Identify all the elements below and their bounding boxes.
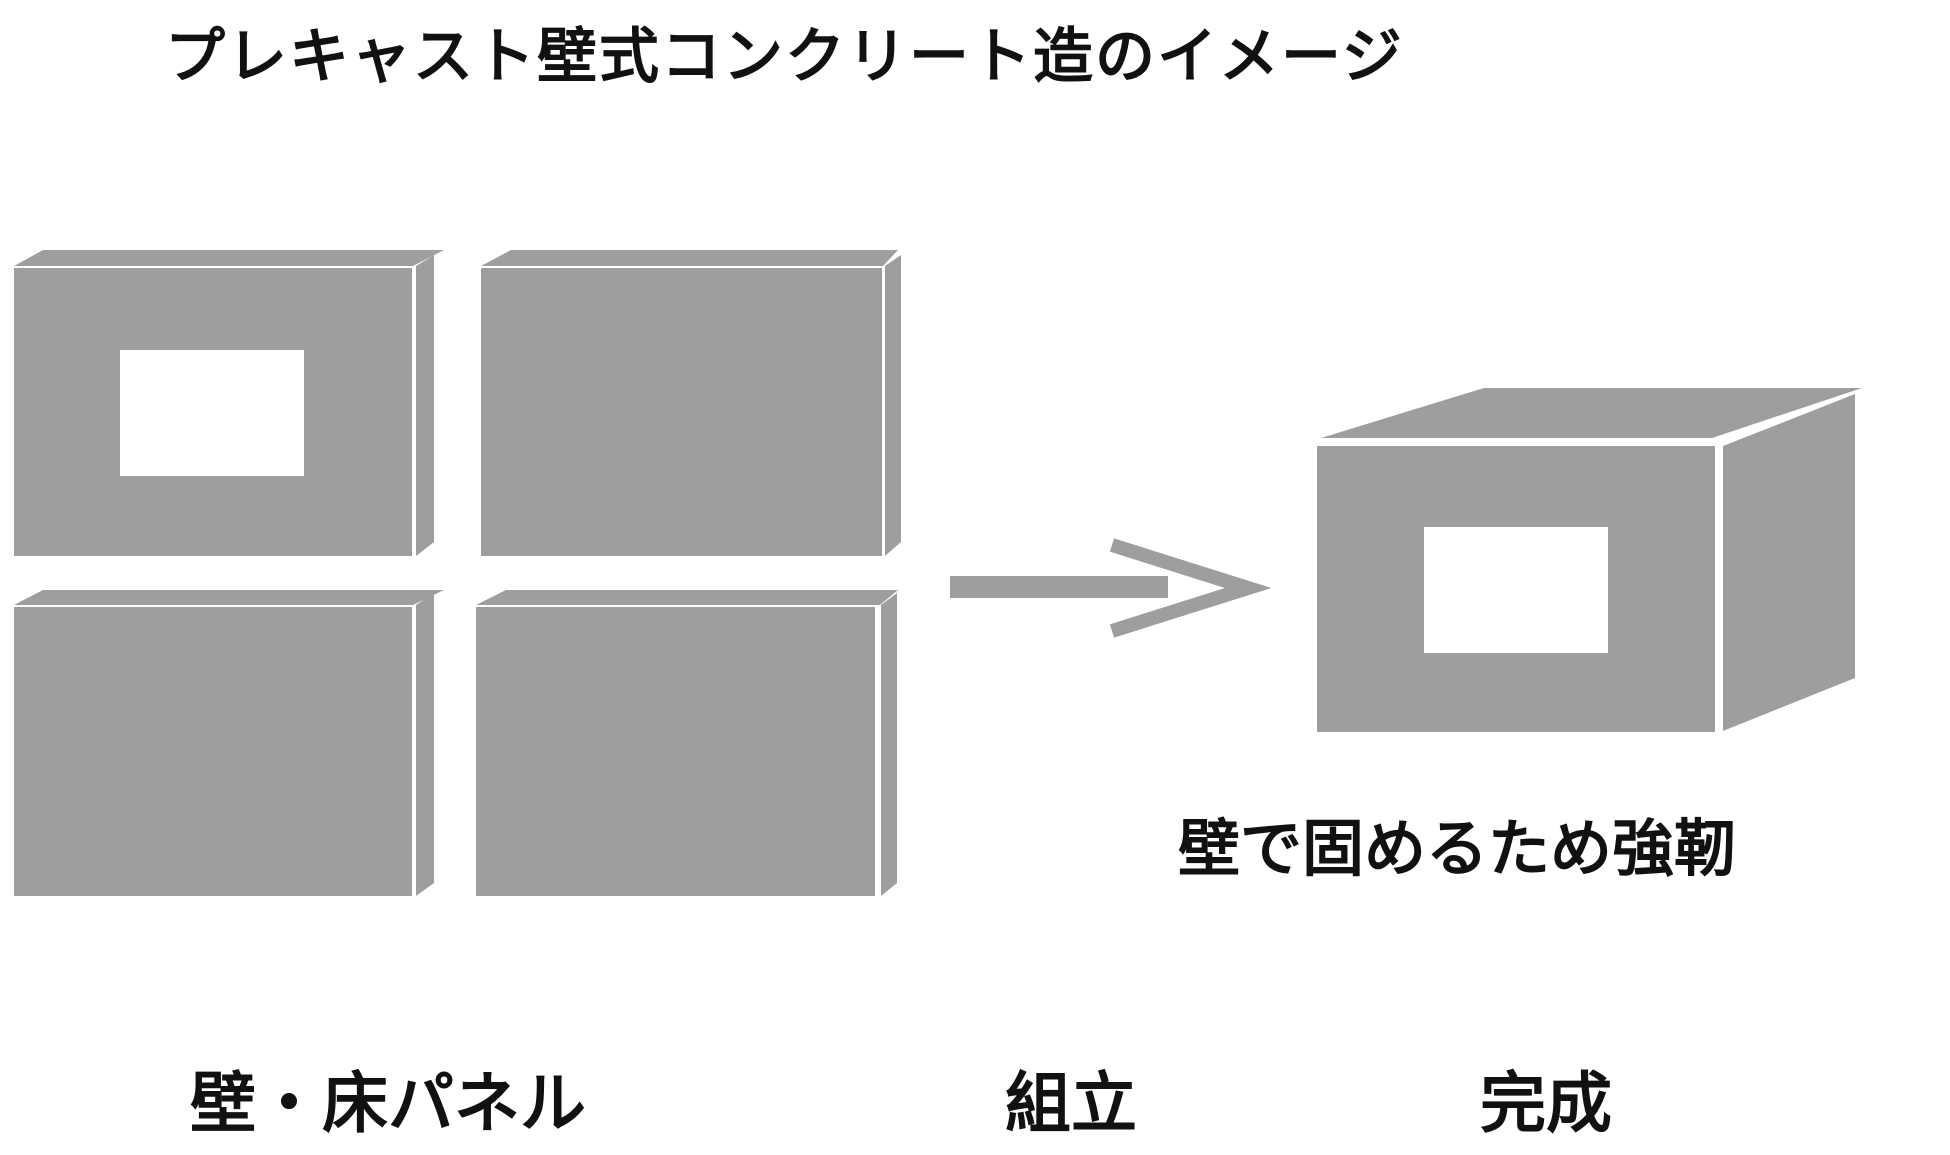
wall-panel xyxy=(481,250,901,556)
stage-label-panels: 壁・床パネル xyxy=(190,1065,586,1142)
completed-building xyxy=(1317,388,1862,732)
floor-panel xyxy=(476,590,898,896)
window-opening xyxy=(1424,527,1608,653)
strength-note: 壁で固めるため強靭 xyxy=(1178,812,1737,885)
stage-label-assembly: 組立 xyxy=(1005,1065,1137,1142)
diagram-title: プレキャスト壁式コンクリート造のイメージ xyxy=(165,22,1404,92)
stage-label-complete: 完成 xyxy=(1480,1065,1612,1142)
floor-panel xyxy=(14,590,444,896)
arrow-icon xyxy=(950,538,1272,638)
window-opening xyxy=(120,350,304,476)
wall-panel-with-opening xyxy=(14,250,444,556)
